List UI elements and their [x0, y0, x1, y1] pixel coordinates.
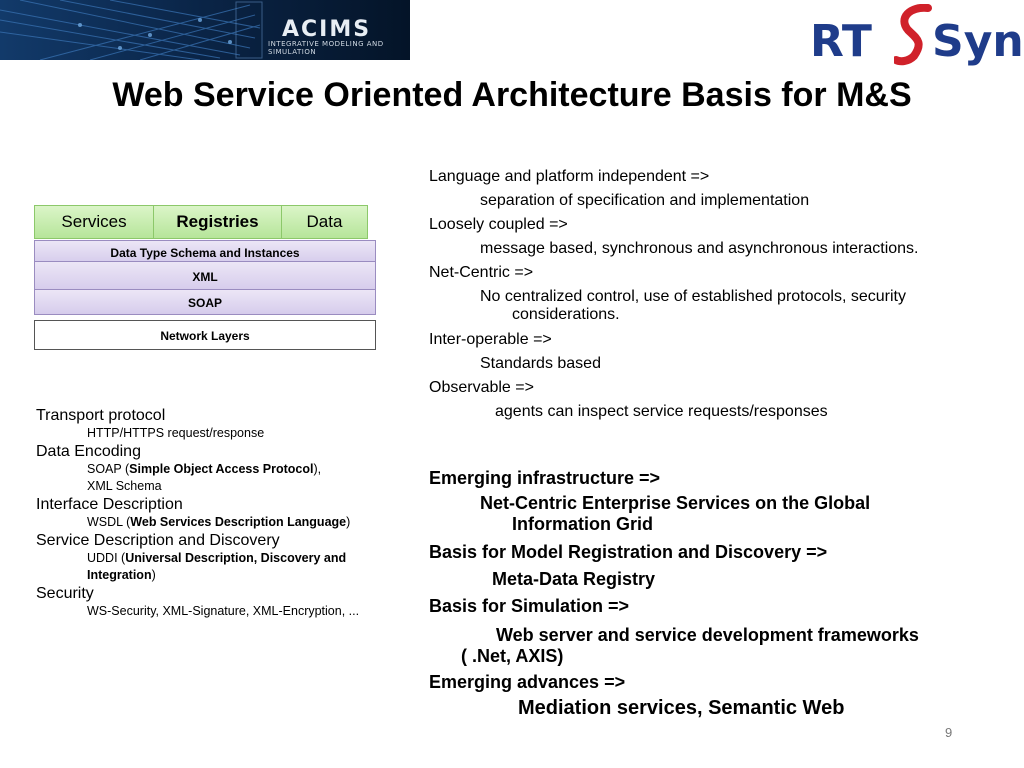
uddi-full-name: Universal Description, Discovery and Int…: [87, 551, 347, 582]
nces-detail: Net-Centric Enterprise Services on the G…: [480, 493, 871, 513]
soap-detail: SOAP (Simple Object Access Protocol),: [36, 461, 416, 478]
acims-name: ACIMS: [282, 17, 372, 42]
webserver-detail-cont: ( .Net, AXIS): [461, 646, 564, 666]
xml-schema-detail: XML Schema: [87, 479, 162, 493]
left-bullet-list: Transport protocol HTTP/HTTPS request/re…: [36, 406, 416, 620]
wsdl-prefix: WSDL (: [87, 515, 131, 529]
loose-detail: message based, synchronous and asynchron…: [480, 240, 919, 257]
wsdl-full-name: Web Services Description Language: [130, 515, 347, 529]
soap-prefix: SOAP (: [87, 462, 130, 476]
soap-full-name: Simple Object Access Protocol: [129, 462, 314, 476]
transport-detail: HTTP/HTTPS request/response: [87, 426, 265, 440]
metadata-detail: Meta-Data Registry: [492, 569, 656, 589]
soap-suffix: ),: [313, 462, 322, 476]
page-title: Web Service Oriented Architecture Basis …: [112, 76, 912, 114]
uddi-suffix: ): [151, 568, 156, 582]
loose-heading: Loosely coupled =>: [429, 216, 568, 233]
uddi-detail: UDDI (Universal Description, Discovery a…: [36, 550, 377, 584]
interop-detail: Standards based: [480, 355, 601, 372]
uddi-prefix: UDDI (: [87, 551, 126, 565]
discovery-heading: Service Description and Discovery: [36, 532, 280, 549]
network-layers-box: Network Layers: [34, 320, 376, 350]
xml-box: XML: [34, 261, 376, 291]
emerging-infra-heading: Emerging infrastructure =>: [429, 468, 661, 488]
soap-box: SOAP: [34, 289, 376, 315]
lang-heading: Language and platform independent =>: [429, 168, 710, 185]
rtsync-rt: RT: [810, 16, 872, 67]
page-number: 9: [945, 725, 953, 740]
emerging-adv-heading: Emerging advances =>: [429, 672, 626, 692]
data-type-schema-box: Data Type Schema and Instances: [34, 240, 376, 264]
interop-heading: Inter-operable =>: [429, 331, 552, 348]
transport-heading: Transport protocol: [36, 407, 166, 424]
nces-detail-cont: Information Grid: [512, 514, 653, 534]
encoding-heading: Data Encoding: [36, 443, 141, 460]
lang-detail: separation of specification and implemen…: [480, 192, 810, 209]
right-bullet-list: Language and platform independent => sep…: [429, 165, 1019, 720]
acims-banner: ACIMS INTEGRATIVE MODELING AND SIMULATIO…: [0, 0, 410, 60]
rtsync-logo: RT Sync: [810, 4, 1024, 67]
registries-box: Registries: [153, 205, 282, 239]
circuit-pattern-icon: [0, 0, 410, 60]
services-box: Services: [34, 205, 154, 239]
rtsync-sync: Sync: [932, 16, 1024, 67]
data-box: Data: [281, 205, 368, 239]
netcentric-detail: No centralized control, use of establish…: [480, 288, 906, 305]
mediation-detail: Mediation services, Semantic Web: [518, 697, 845, 719]
webserver-detail: Web server and service development frame…: [496, 625, 919, 645]
acims-subtitle: INTEGRATIVE MODELING AND SIMULATION: [268, 40, 384, 56]
wsdl-suffix: ): [346, 515, 351, 529]
security-heading: Security: [36, 585, 94, 602]
observable-detail: agents can inspect service requests/resp…: [495, 403, 828, 420]
wsdl-detail: WSDL (Web Services Description Language): [36, 514, 416, 531]
netcentric-detail-cont: considerations.: [512, 306, 620, 323]
basis-sim-heading: Basis for Simulation =>: [429, 596, 630, 616]
rtsync-s-swoosh-icon: [894, 4, 932, 66]
spacer: [429, 424, 1019, 464]
interface-heading: Interface Description: [36, 496, 183, 513]
observable-heading: Observable =>: [429, 379, 534, 396]
netcentric-heading: Net-Centric =>: [429, 264, 534, 281]
basis-model-heading: Basis for Model Registration and Discove…: [429, 542, 828, 562]
security-detail: WS-Security, XML-Signature, XML-Encrypti…: [87, 604, 360, 618]
